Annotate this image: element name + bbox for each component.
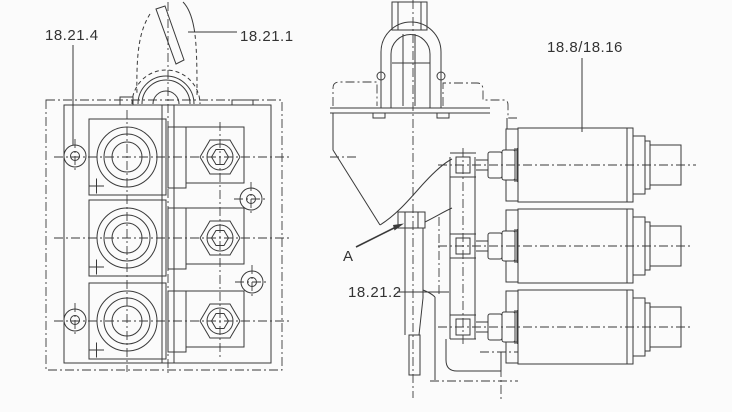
hex-plug [199,139,241,175]
stud [476,240,488,252]
mounting-plate-outline [45,99,283,371]
arrowhead-detail-a [393,223,404,231]
pivot-pin-left [376,71,386,81]
plate-feet [372,113,450,119]
port-row-2 [54,199,292,277]
control-lever-side [376,1,446,108]
fixing-screw-top-left [63,139,87,173]
linkage-pin-block [397,211,426,229]
callout-18-8-18-16: 18.8/18.16 [547,39,623,56]
stud [476,321,488,333]
lever-alt-position-left [136,13,151,96]
callout-18-21-2: 18.21.2 [348,284,402,301]
side-view-assembly [330,0,696,400]
lever-handle [155,5,185,65]
port-row-3 [54,282,292,360]
fixing-screw-right-lower [235,265,269,299]
valve-block-body [63,104,272,364]
leader-detail-a [355,225,399,248]
lower-pin [404,228,424,336]
housing-left-profile [332,113,381,226]
center-mark [89,342,104,358]
callouts: 18.21.4 18.21.1 18.8/18.16 A 18.21.2 [45,27,623,301]
lever-boot-dome [152,90,180,105]
solenoid-3 [438,289,692,365]
solenoid-1 [438,127,696,203]
center-mark [89,259,104,275]
callout-18-21-1: 18.21.1 [240,28,294,45]
bracket-phantom-right [442,82,517,119]
front-view-valve-block [45,1,292,374]
port-row-1 [54,118,292,196]
lever-stem [391,1,428,31]
spool-bore-lines [161,105,175,363]
center-mark [89,178,104,194]
base-bracket [445,339,502,372]
control-lever-front [131,1,201,105]
spool-arm [449,157,476,339]
lever-dome-inner [390,34,431,108]
fixing-screw-right-upper [234,182,268,216]
callout-18-21-4: 18.21.4 [45,27,99,44]
fixing-screw-bottom-left [63,303,87,337]
hex-plug [199,303,241,339]
bracket-phantom-left [332,81,378,106]
lever-swing-arc [131,69,201,105]
solenoid-2 [438,208,692,284]
lower-pin-tip [408,334,421,376]
callout-detail-a: A [343,248,354,265]
lever-alt-position-right [193,27,198,96]
pivot-pin-right [436,71,446,81]
top-plate [330,107,490,114]
stud [476,159,488,171]
hex-plug [199,220,241,256]
top-edge-steps [119,96,254,105]
lever-dome-outer [380,21,442,108]
